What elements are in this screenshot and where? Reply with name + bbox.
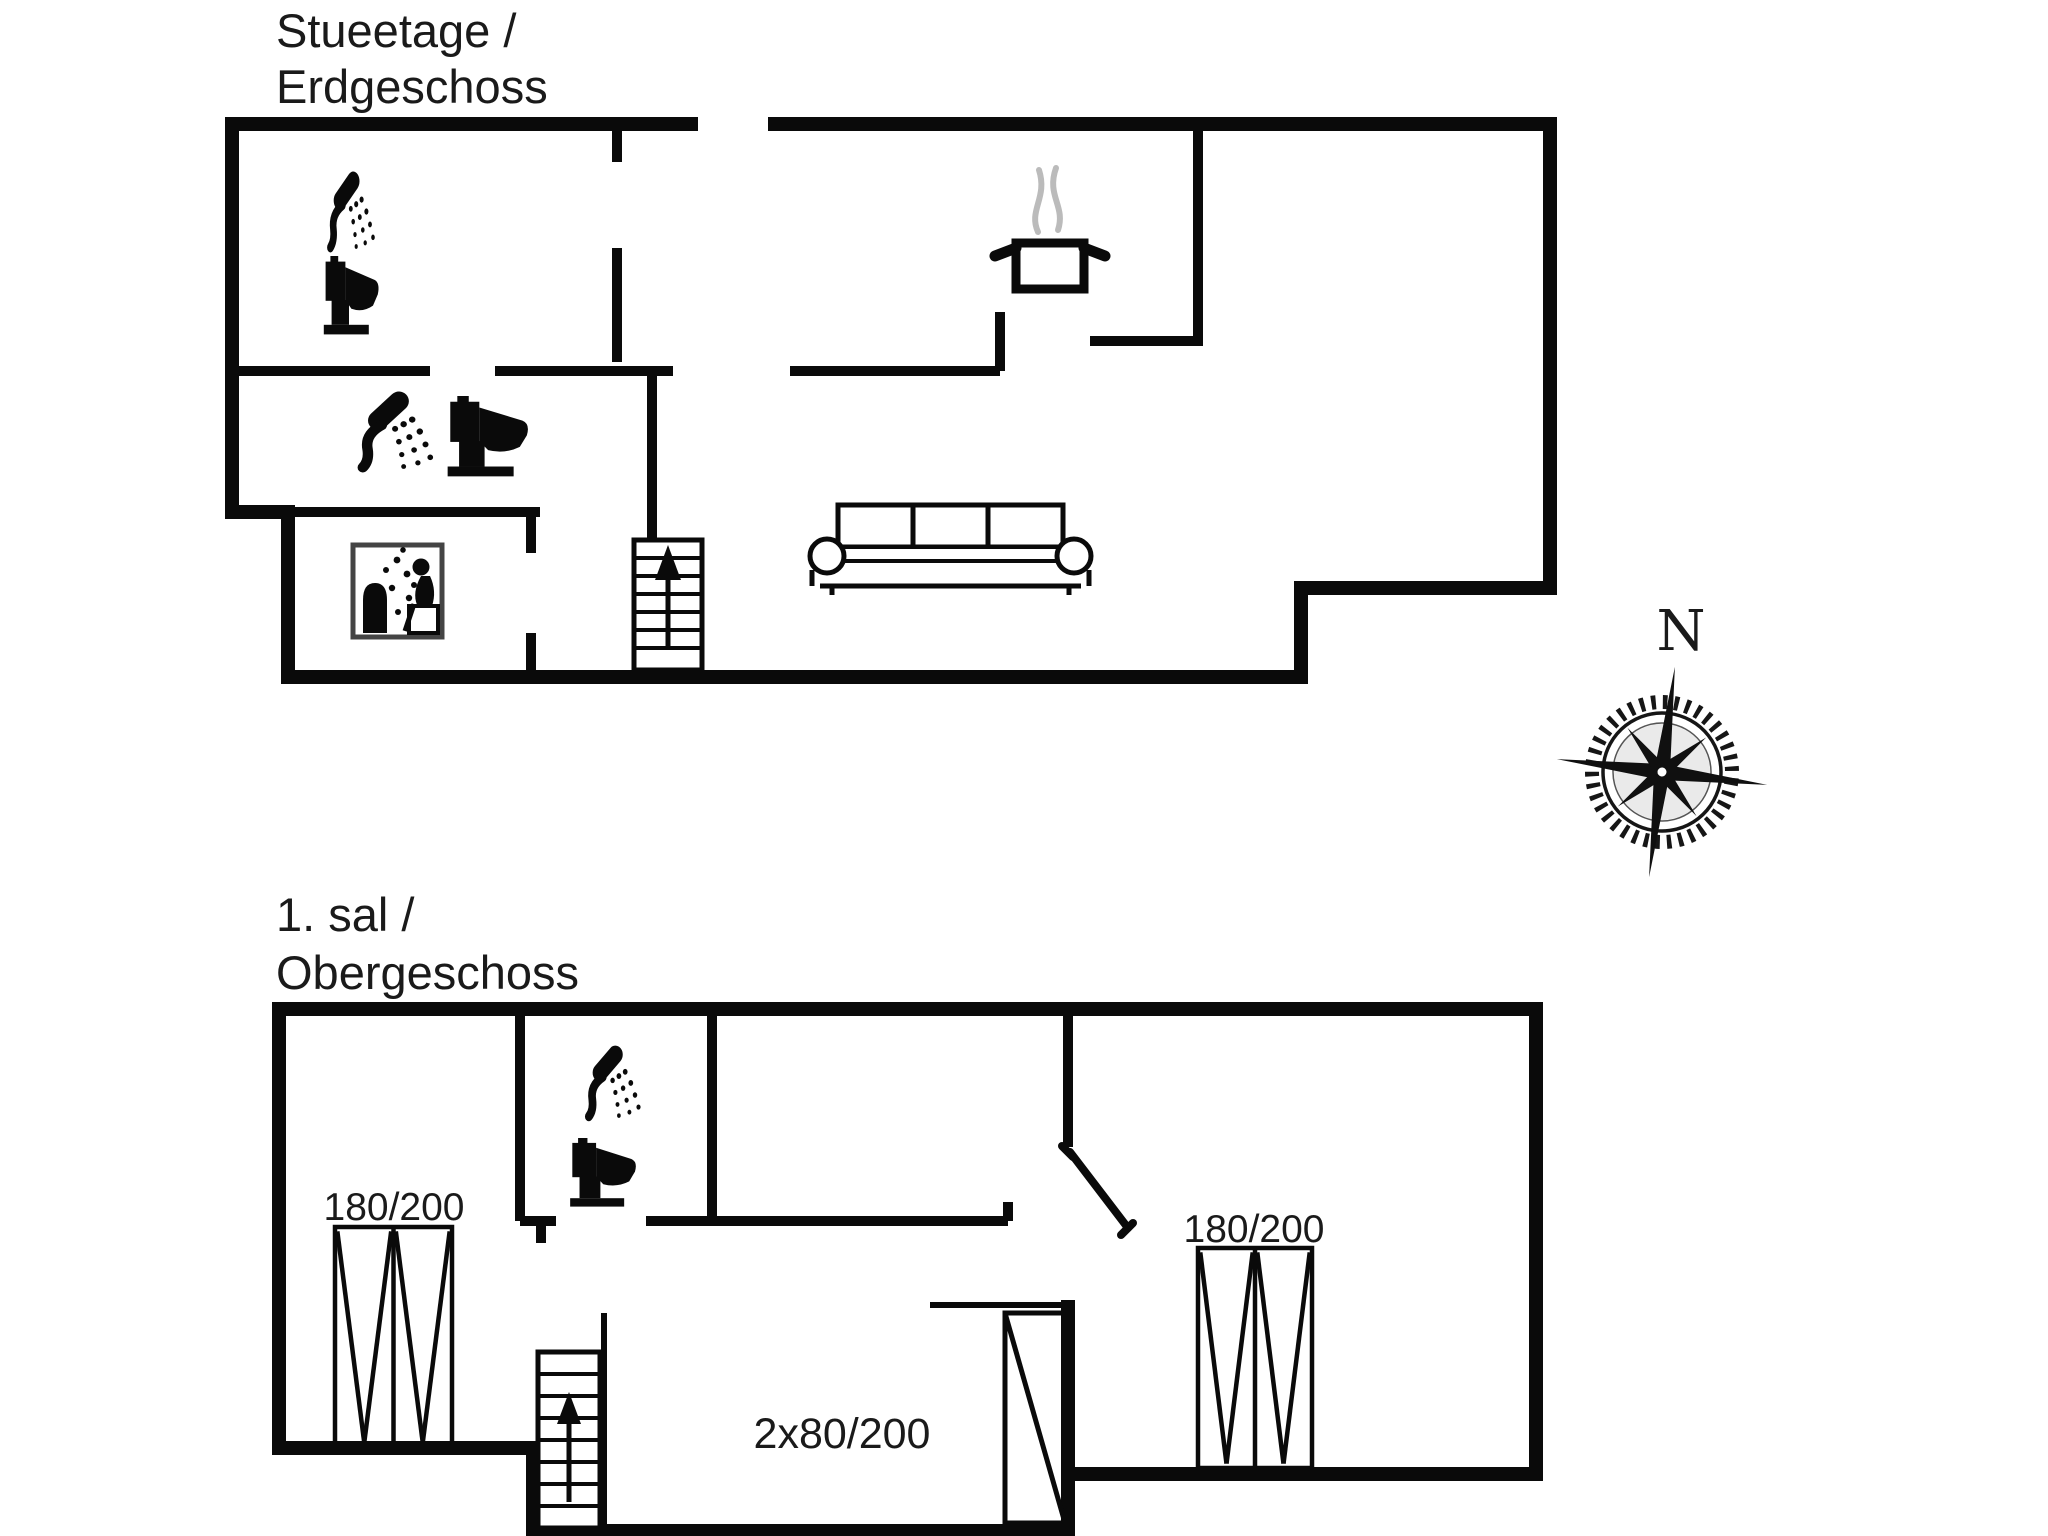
shower-icon [330,181,374,249]
stairs-up-icon [631,537,705,673]
north-label: N [1657,599,1706,664]
wardrobe-icon [1198,1248,1312,1468]
ground-floor-title-line1: Stueetage / [276,4,517,57]
toilet-icon [570,1138,636,1207]
wardrobe-icon [335,1227,452,1447]
ground-interior-walls [227,124,1203,679]
floor-plan-upper [272,1002,1543,1536]
sofa-icon [807,502,1094,595]
stairs-up-icon [535,1349,603,1531]
ground-outer-walls [225,117,1557,684]
shower-icon [589,1055,641,1118]
shower-icon [363,401,433,469]
ground-floor-title-line2: Erdgeschoss [276,60,548,113]
upper-floor-title-line2: Obergeschoss [276,946,579,999]
compass-rose-icon: N [1556,599,1768,878]
toilet-icon [447,396,528,477]
floor-plan-ground [225,117,1557,684]
doors-dimension: 2x80/200 [754,1410,931,1458]
wardrobe-left-dimension: 180/200 [324,1186,465,1229]
wardrobe-right-dimension: 180/200 [1184,1208,1325,1251]
closet-panel [1002,1310,1068,1526]
upper-interior-walls [515,1009,1073,1531]
upper-floor-title-line1: 1. sal / [276,888,415,941]
toilet-icon [323,256,379,335]
sauna-icon [350,542,445,640]
cooking-pot-icon [989,165,1111,294]
door-swing-icon [1058,1142,1137,1239]
